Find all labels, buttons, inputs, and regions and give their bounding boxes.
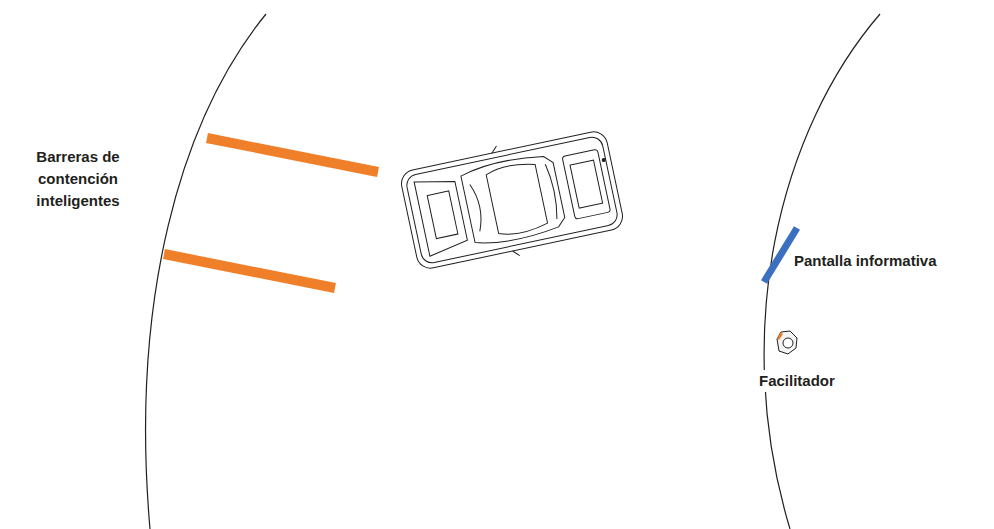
- barrier-label: Barreras de contención inteligentes: [8, 146, 148, 212]
- smart-barrier: [207, 138, 378, 172]
- facilitator-label: Facilitador: [757, 370, 837, 392]
- car-top-view: [398, 123, 627, 276]
- facilitator-figure: [777, 331, 797, 354]
- screen-label: Pantalla informativa: [792, 250, 939, 272]
- smart-barrier: [164, 254, 335, 288]
